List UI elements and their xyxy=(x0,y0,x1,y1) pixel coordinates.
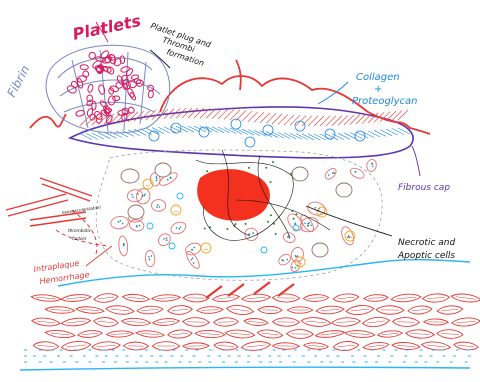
label-necrotic-2: Apoptic cells xyxy=(397,251,455,261)
adventitia-layer xyxy=(24,350,471,362)
neovessels xyxy=(6,178,92,226)
label-fibrin: Fibrin xyxy=(4,63,32,99)
adventitia-line xyxy=(20,367,470,370)
lumen-boundary xyxy=(58,260,470,286)
label-collagen: Collagen xyxy=(356,72,400,83)
smooth-muscle-layer xyxy=(31,282,480,352)
leader-fibrous-cap xyxy=(412,146,420,176)
label-hemorrhage-2: Hemorrhage xyxy=(39,270,90,286)
label-thrombotic: thrombotic xyxy=(68,228,92,233)
label-necrotic-1: Necrotic and xyxy=(398,238,455,248)
label-factors: factors xyxy=(72,236,87,241)
necrotic-core xyxy=(197,169,270,221)
label-fibrous-cap: Fibrous cap xyxy=(398,183,450,193)
leader-hemorrhage xyxy=(86,246,112,266)
label-collagen-plus: + xyxy=(374,84,382,95)
annotation-leaders xyxy=(86,22,420,266)
leader-collagen xyxy=(318,82,348,104)
label-proteoglycan: Proteoglycan xyxy=(352,96,417,107)
label-neovascularization: neovascularization xyxy=(61,205,101,215)
